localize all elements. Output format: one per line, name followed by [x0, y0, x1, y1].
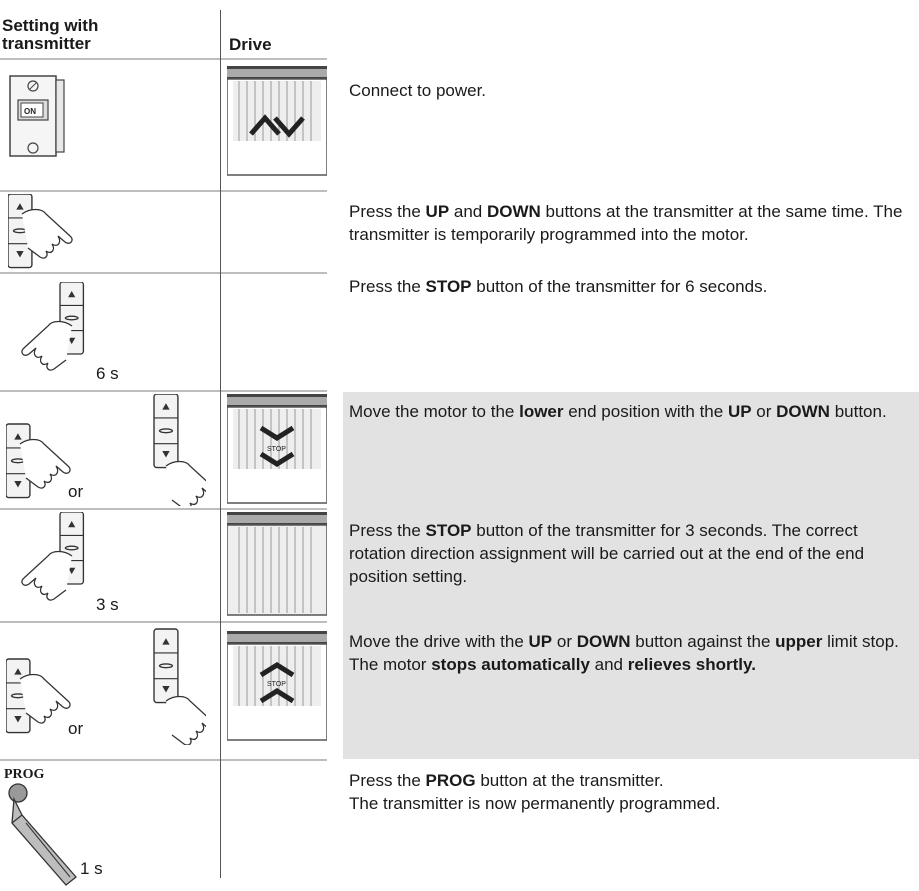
row-divider	[0, 759, 327, 761]
or-label: or	[68, 719, 84, 738]
instruction-text: Press the	[349, 202, 426, 221]
step-1-text: Connect to power.	[349, 79, 914, 102]
or-label: or	[68, 482, 84, 501]
transmitter-illustration: or	[0, 625, 215, 757]
emphasis-text: upper	[775, 632, 823, 651]
header-drive: Drive	[229, 35, 272, 54]
transmitter-illustration	[0, 194, 215, 270]
highlighted-steps-background	[343, 392, 919, 759]
duration-label: 3 s	[96, 595, 119, 614]
step-5-text: Press the STOP button of the transmitter…	[349, 519, 914, 588]
step-6-text: Move the drive with the UP or DOWN butto…	[349, 630, 914, 676]
row-divider	[0, 508, 327, 510]
shutter-up-down-icon	[227, 66, 327, 176]
emphasis-text: stops automatically	[431, 655, 590, 674]
instruction-text: button.	[829, 402, 887, 421]
instruction-text: button at the transmitter.	[475, 771, 664, 790]
emphasis-text: PROG	[425, 771, 476, 790]
row-divider	[0, 390, 327, 392]
prog-label: PROG	[4, 767, 45, 782]
press-stop-hand-icon	[21, 282, 85, 371]
stop-label: STOP	[267, 446, 286, 453]
step-row-4: or STOP Move the motor to the lower end …	[0, 394, 919, 506]
header-col1-line2: transmitter	[2, 34, 91, 53]
emphasis-text: DOWN	[776, 402, 830, 421]
emphasis-text: UP	[425, 202, 450, 221]
instruction-text: Press the	[349, 277, 426, 296]
press-stop-hand-icon	[21, 512, 85, 601]
step-2-text: Press the UP and DOWN buttons at the tra…	[349, 200, 914, 246]
step-3-text: Press the STOP button of the transmitter…	[349, 275, 914, 298]
shutter-down-stop-icon: STOP	[227, 394, 327, 504]
instruction-text: Press the	[349, 771, 426, 790]
step-row-6: or STOP Move the drive with the UP or DO…	[0, 625, 919, 757]
instruction-text: button of the transmitter for 6 seconds.	[471, 277, 768, 296]
transmitter-illustration: 3 s	[0, 512, 215, 619]
transmitter-illustration: PROG 1 s	[0, 763, 215, 886]
step-row-2: Press the UP and DOWN buttons at the tra…	[0, 194, 919, 270]
emphasis-text: lower	[519, 402, 564, 421]
row-divider	[0, 190, 327, 192]
row-divider	[0, 272, 327, 274]
instruction-text: and	[589, 655, 628, 674]
emphasis-text: STOP	[425, 521, 472, 540]
instruction-text: Move the drive with the	[349, 632, 529, 651]
instruction-text: button of the transmitter for 3 seconds.…	[349, 521, 865, 586]
shutter-up-stop-icon: STOP	[227, 631, 327, 741]
drive-illustration: STOP	[227, 631, 327, 743]
emphasis-text: UP	[727, 402, 752, 421]
circuit-breaker-icon: ON	[9, 75, 65, 157]
emphasis-text: DOWN	[486, 202, 541, 221]
header-col1-line1: Setting with	[2, 16, 99, 35]
row-divider	[0, 58, 327, 60]
instruction-text: Press the	[349, 521, 426, 540]
step-4-text: Move the motor to the lower end position…	[349, 400, 914, 423]
transmitter-illustration: 6 s	[0, 276, 215, 388]
stop-label: STOP	[267, 681, 286, 688]
instruction-text: button against the	[630, 632, 776, 651]
transmitter-illustration: or	[0, 394, 215, 506]
transmitter-illustration: ON	[0, 62, 215, 188]
switch-on-label: ON	[24, 107, 36, 116]
instruction-text: or	[552, 632, 577, 651]
emphasis-text: relieves shortly.	[627, 655, 756, 674]
drive-illustration	[227, 66, 327, 178]
shutter-closed-icon	[227, 512, 327, 616]
header-setting-with-transmitter: Setting with transmitter	[2, 17, 98, 53]
press-up-down-hand-icon	[8, 194, 73, 269]
instruction-text: Connect to power.	[349, 81, 487, 100]
instruction-text: buttons at the transmitter at the same t…	[349, 202, 903, 244]
instruction-text: end position with the	[563, 402, 728, 421]
press-up-or-down-hand-icon	[6, 394, 206, 506]
instruction-text: or	[751, 402, 777, 421]
step-row-7: PROG 1 s Press the PROG button at the tr…	[0, 763, 919, 886]
emphasis-text: STOP	[425, 277, 472, 296]
step-7-text: Press the PROG button at the transmitter…	[349, 769, 914, 815]
duration-label: 6 s	[96, 364, 119, 383]
emphasis-text: DOWN	[576, 632, 631, 651]
step-row-1: ON Connect to power.	[0, 62, 919, 188]
drive-illustration: STOP	[227, 394, 327, 506]
drive-illustration	[227, 512, 327, 616]
instruction-text: Move the motor to the	[349, 402, 520, 421]
row-divider	[0, 621, 327, 623]
instruction-text: and	[449, 202, 487, 221]
duration-label: 1 s	[80, 859, 103, 878]
instruction-text: The transmitter is now permanently progr…	[349, 794, 721, 813]
emphasis-text: UP	[528, 632, 553, 651]
step-row-3: 6 s Press the STOP button of the transmi…	[0, 276, 919, 388]
column-divider	[220, 10, 221, 878]
press-up-or-down-hand-icon	[6, 628, 206, 745]
step-row-5: 3 s Press the STOP button of the transmi…	[0, 512, 919, 619]
instruction-text: limit stop. The motor	[349, 632, 899, 674]
